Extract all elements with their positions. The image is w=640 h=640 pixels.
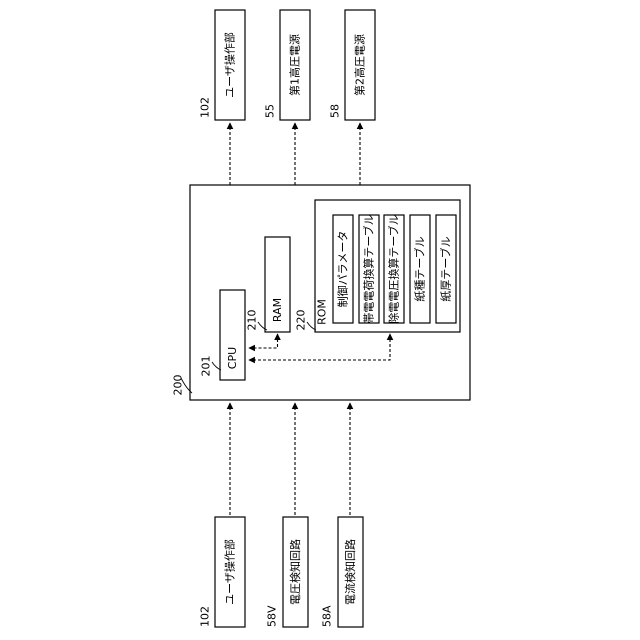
rom-table-discharge-voltage-label: 除電電圧換算テーブル	[387, 214, 401, 323]
rom-label: ROM	[316, 299, 329, 325]
input-user-op-ref: 102	[199, 606, 212, 627]
output-hv-supply-2: 第2高圧電源 58	[329, 10, 376, 120]
current-detect-ref: 58A	[321, 605, 334, 627]
hv2-ref: 58	[329, 104, 342, 118]
rom-table-paper-thickness-label: 紙厚テーブル	[439, 236, 453, 301]
rom-table-charge-conversion-label: 帯電電荷換算テーブル	[362, 214, 376, 323]
rom-ref: 220	[295, 310, 308, 331]
voltage-detect-ref: 58V	[266, 605, 279, 627]
output-user-op-ref: 102	[199, 97, 212, 118]
ram-label: RAM	[271, 298, 284, 322]
output-user-operation-unit: ユーザ操作部 102	[199, 10, 246, 120]
input-user-operation-unit: ユーザ操作部 102	[199, 517, 246, 627]
output-user-op-label: ユーザ操作部	[223, 32, 237, 98]
output-hv-supply-1: 第1高圧電源 55	[264, 10, 311, 120]
current-detect-circuit: 電流検知回路 58A	[321, 517, 364, 627]
hv1-ref: 55	[264, 104, 277, 118]
voltage-detect-circuit: 電圧検知回路 58V	[266, 517, 309, 627]
cpu-ref: 201	[200, 356, 213, 377]
ram-ref: 210	[246, 310, 259, 331]
hv1-label: 第1高圧電源	[288, 34, 302, 96]
rom-table-control-params-label: 制御パラメータ	[336, 231, 350, 308]
voltage-detect-label: 電圧検知回路	[288, 539, 302, 605]
rom-table-paper-type-label: 紙種テーブル	[413, 236, 427, 301]
hv2-label: 第2高圧電源	[353, 34, 367, 96]
controller: 200 CPU 201 RAM 210 ROM 220 制御パラメータ 帯電電荷…	[172, 185, 471, 400]
current-detect-label: 電流検知回路	[343, 539, 357, 605]
input-user-op-label: ユーザ操作部	[223, 539, 237, 605]
controller-ref: 200	[172, 375, 185, 396]
cpu-label: CPU	[226, 347, 239, 369]
